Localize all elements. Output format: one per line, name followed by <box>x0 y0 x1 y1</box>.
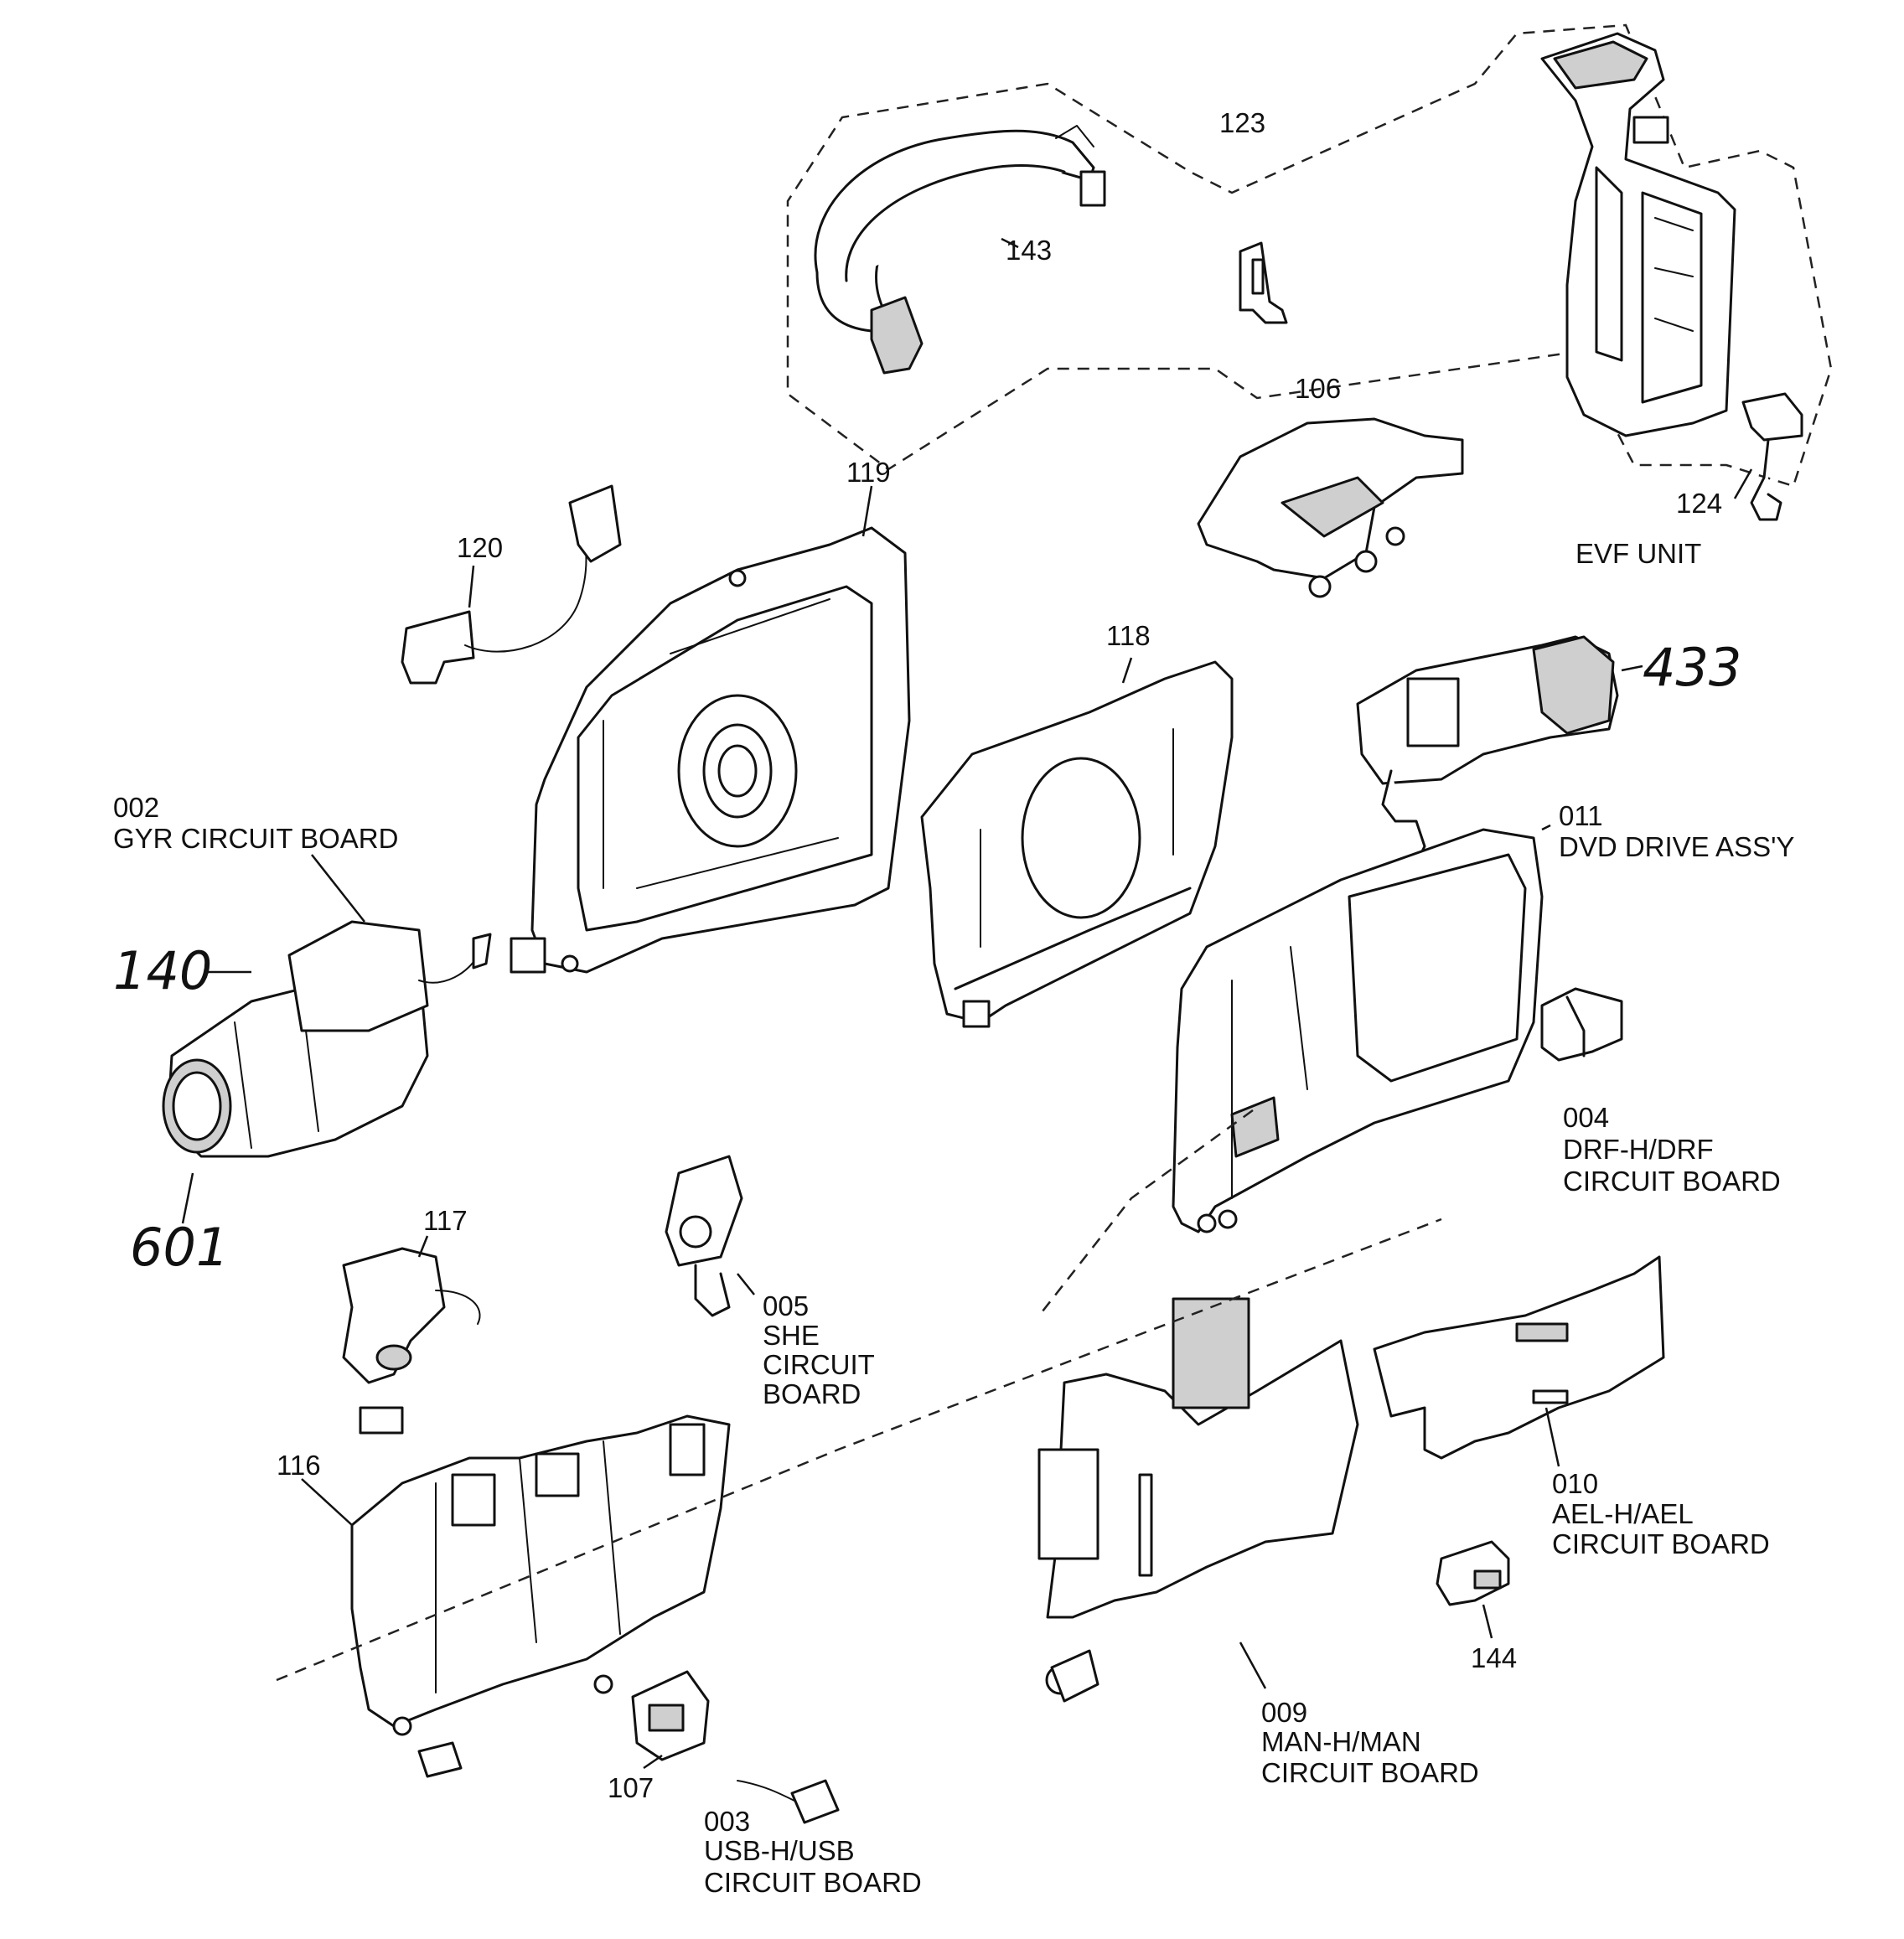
label-011-number: 011 <box>1559 800 1603 831</box>
leader-601 <box>181 1172 194 1224</box>
leader-009 <box>1239 1642 1267 1689</box>
usb-circuit-board-003 <box>737 1779 840 1824</box>
assembly-123-outline <box>786 23 1833 488</box>
label-010-line2: CIRCUIT BOARD <box>1552 1528 1770 1559</box>
label-120: 120 <box>457 532 503 563</box>
part-144 <box>1436 1540 1510 1606</box>
drf-circuit-board-004 <box>1540 987 1623 1062</box>
label-002-number: 002 <box>113 792 159 823</box>
leader-005 <box>737 1273 755 1295</box>
label-117: 117 <box>423 1205 468 1236</box>
leader-144 <box>1482 1604 1493 1639</box>
label-116: 116 <box>277 1450 321 1481</box>
bracket-117 <box>342 1247 481 1435</box>
label-601: 601 <box>130 1217 229 1278</box>
label-010-number: 010 <box>1552 1468 1598 1499</box>
ael-circuit-board-010 <box>1373 1255 1665 1460</box>
alignment-line-1 <box>276 1218 1442 1682</box>
label-433: 433 <box>1643 637 1741 698</box>
label-005-line1: SHE <box>763 1320 820 1351</box>
label-004-number: 004 <box>1563 1102 1609 1133</box>
label-004-line1: DRF-H/DRF <box>1563 1134 1714 1165</box>
label-011-name: DVD DRIVE ASS'Y <box>1559 831 1794 862</box>
bracket-123 <box>1239 241 1288 324</box>
cable-120 <box>401 484 622 685</box>
label-009-line1: MAN-H/MAN <box>1261 1726 1421 1757</box>
label-140: 140 <box>113 940 212 1001</box>
shield-plate-118 <box>920 660 1234 1028</box>
label-003-line1: USB-H/USB <box>704 1835 855 1866</box>
she-circuit-board-005 <box>665 1155 743 1317</box>
leader-010 <box>1544 1407 1560 1467</box>
connector-107 <box>631 1670 710 1761</box>
evf-unit <box>1356 635 1619 865</box>
handle-housing-frame <box>1540 32 1736 437</box>
leader-002 <box>311 854 365 923</box>
label-144: 144 <box>1471 1642 1517 1673</box>
leader-119 <box>861 485 873 537</box>
label-003-line2: CIRCUIT BOARD <box>704 1867 922 1898</box>
label-009-line2: CIRCUIT BOARD <box>1261 1757 1479 1788</box>
part-124 <box>1741 392 1803 521</box>
label-119: 119 <box>846 457 891 488</box>
gyr-circuit-board-002 <box>287 920 492 1032</box>
man-circuit-board-009 <box>1037 1297 1359 1703</box>
leader-433 <box>1621 664 1643 672</box>
leader-011 <box>1541 824 1551 831</box>
label-123: 123 <box>1219 107 1265 138</box>
label-010-line1: AEL-H/AEL <box>1552 1498 1694 1529</box>
leader-116 <box>301 1478 353 1526</box>
leader-120 <box>468 565 475 608</box>
label-118: 118 <box>1106 620 1151 651</box>
label-004-line2: CIRCUIT BOARD <box>1563 1166 1781 1197</box>
label-124: 124 <box>1676 488 1722 519</box>
leader-107 <box>643 1754 663 1770</box>
leader-117 <box>417 1235 429 1258</box>
leader-143 <box>1001 237 1019 249</box>
dvd-drive-assy-011 <box>1172 828 1544 1233</box>
grip-belt-143 <box>814 125 1106 375</box>
label-003-number: 003 <box>704 1806 750 1837</box>
label-005-line3: BOARD <box>763 1378 861 1409</box>
label-009-number: 009 <box>1261 1697 1307 1728</box>
label-107: 107 <box>608 1772 654 1803</box>
label-106: 106 <box>1295 373 1341 404</box>
label-002-name: GYR CIRCUIT BOARD <box>113 823 398 854</box>
leader-124 <box>1733 468 1753 499</box>
label-005-number: 005 <box>763 1290 809 1321</box>
bracket-106 <box>1197 417 1464 598</box>
chassis-119 <box>510 526 911 974</box>
label-evf-unit: EVF UNIT <box>1575 538 1701 569</box>
leader-118 <box>1121 657 1133 684</box>
alignment-line-2 <box>1038 1109 1254 1316</box>
label-005-line2: CIRCUIT <box>763 1349 875 1380</box>
label-143: 143 <box>1006 235 1052 266</box>
